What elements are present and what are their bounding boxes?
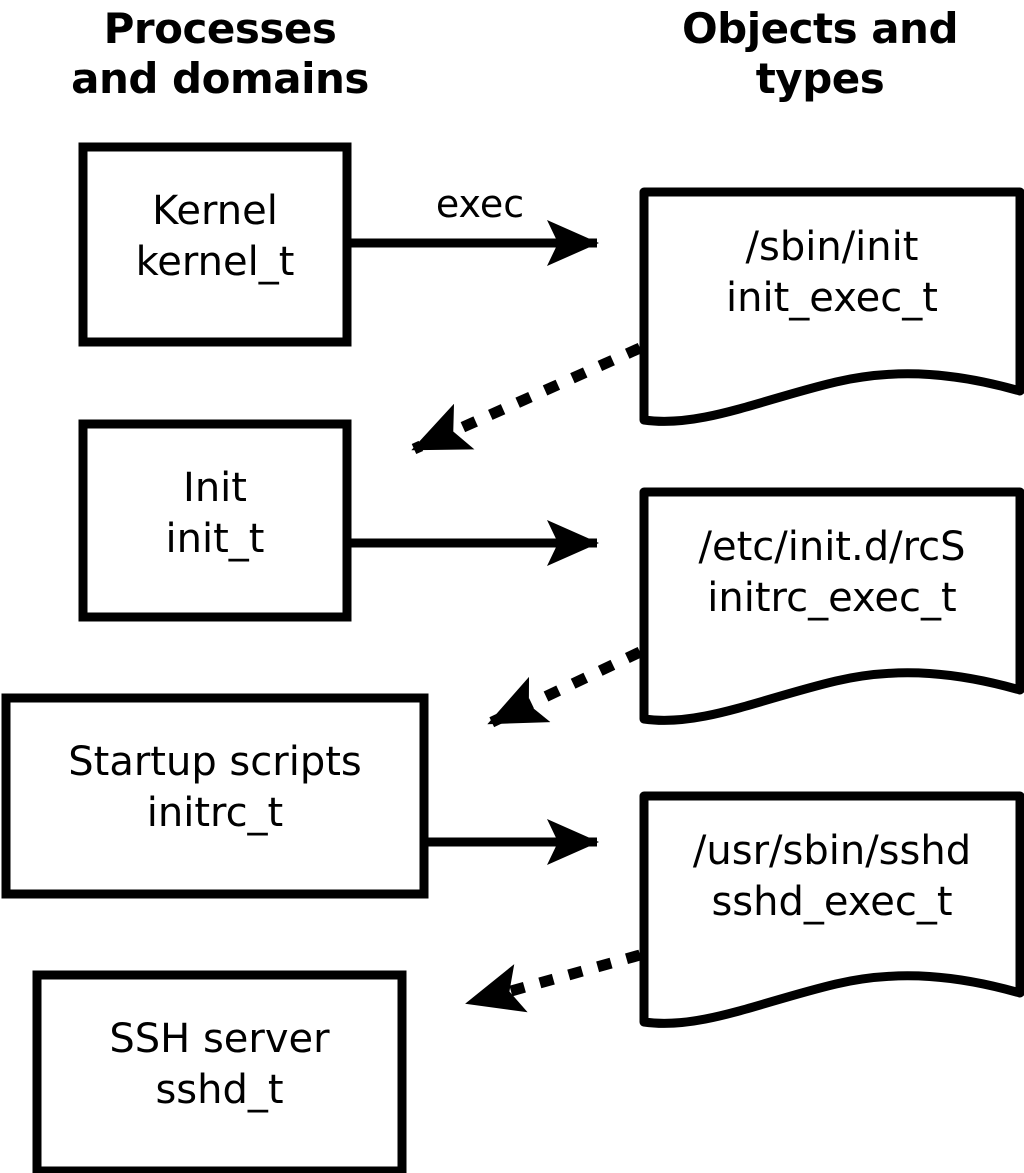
node-doc-init-exec[interactable] — [639, 187, 1024, 426]
edge-initrc-exec-to-initrc — [487, 647, 643, 728]
column-header-processes-and-domains: Processes and domains — [71, 4, 369, 103]
node-box-kernel[interactable] — [78, 142, 352, 347]
edge-sshd-exec-to-sshd — [465, 949, 642, 1013]
edge-label-exec: exec — [435, 182, 525, 226]
node-doc-sshd-exec[interactable] — [639, 791, 1024, 1028]
column-header-objects-and-types: Objects and types — [681, 4, 959, 103]
node-box-initrc[interactable] — [1, 693, 429, 899]
edge-init-exec-to-init — [411, 342, 643, 455]
node-box-init[interactable] — [78, 419, 352, 622]
node-doc-initrc-exec[interactable] — [639, 487, 1024, 725]
node-box-sshd[interactable] — [32, 970, 407, 1173]
